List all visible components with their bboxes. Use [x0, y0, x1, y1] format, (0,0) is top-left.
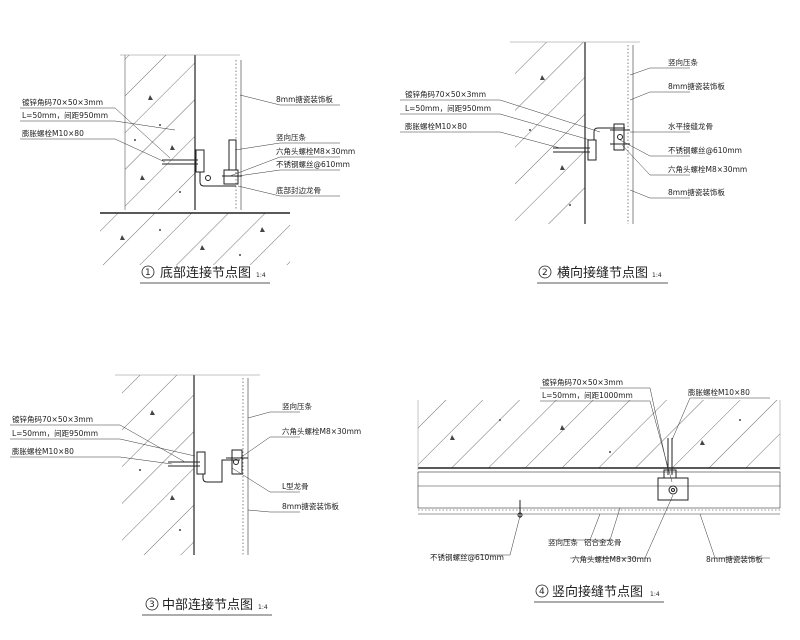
- label-l-keel: L型龙骨: [282, 481, 309, 491]
- label-bracket-spacing: L=50mm，间距950mm: [12, 429, 98, 438]
- caption-scale: 1:4: [256, 272, 266, 279]
- panel-middle-connection: 镀锌角码70×50×3mm L=50mm，间距950mm 膨胀螺栓M10×80 …: [10, 374, 361, 616]
- caption-panel-2: 2 横向接缝节点图 1:4: [537, 265, 668, 284]
- leader-lines: [20, 94, 340, 197]
- label-stainless-screw: 不锈钢螺丝@610mm: [430, 552, 504, 562]
- panel-bottom-connection: 镀锌角码70×50×3mm L=50mm，间距950mm 膨胀螺栓M10×80 …: [20, 54, 355, 284]
- panel-horizontal-joint: 镀锌角码70×50×3mm L=50mm，间距950mm 膨胀螺栓M10×80 …: [400, 41, 747, 284]
- label-expansion-bolt: 膨胀螺栓M10×80: [405, 121, 467, 131]
- concrete-wall: [115, 374, 260, 555]
- decorative-panel: [242, 378, 249, 555]
- label-bracket-spacing: L=50mm，间距950mm: [22, 111, 108, 120]
- leader-lines: [400, 67, 690, 199]
- caption-number: 1: [145, 268, 151, 278]
- concrete-ceiling: [417, 400, 781, 470]
- leader-lines: [458, 387, 770, 559]
- caption-number: 2: [542, 268, 548, 278]
- label-base-edge-keel: 底部封边龙骨: [276, 185, 321, 195]
- label-decor-panel: 8mm搪瓷装饰板: [706, 554, 763, 564]
- caption-panel-4: 4 竖向接缝节点图 1:4: [534, 584, 664, 603]
- label-vertical-strip: 竖向压条: [548, 537, 578, 547]
- decorative-panel: [235, 60, 242, 210]
- label-stainless-screw: 不锈钢螺丝@610mm: [668, 145, 742, 155]
- decorative-panel: [627, 45, 634, 224]
- label-bracket-spacing: L=50mm，间距1000mm: [542, 391, 633, 400]
- caption-scale: 1:4: [258, 604, 268, 611]
- label-horizontal-joint-keel: 水平接缝龙骨: [668, 121, 713, 131]
- caption-panel-1: 1 底部连接节点图 1:4: [140, 265, 270, 284]
- caption-scale: 1:4: [650, 591, 660, 598]
- floor-slab: [100, 212, 290, 265]
- label-vertical-strip: 竖向压条: [282, 401, 312, 411]
- keel-and-panel: [417, 471, 781, 515]
- concrete-wall: [120, 54, 240, 210]
- label-bracket-spacing: L=50mm，间距950mm: [405, 104, 491, 113]
- label-decor-panel: 8mm搪瓷装饰板: [282, 501, 339, 511]
- leader-lines: [10, 411, 300, 513]
- label-hex-bolt: 六角头螺栓M8×30mm: [276, 146, 355, 156]
- caption-number: 3: [149, 600, 155, 610]
- angle-bracket-assembly: [168, 449, 248, 483]
- caption-number: 4: [539, 587, 545, 597]
- label-expansion-bolt: 膨胀螺栓M10×80: [688, 387, 750, 397]
- label-decor-panel-bottom: 8mm搪瓷装饰板: [668, 187, 725, 197]
- concrete-wall: [510, 41, 640, 224]
- label-expansion-bolt: 膨胀螺栓M10×80: [12, 446, 74, 456]
- label-angle-bracket: 镀锌角码70×50×3mm: [12, 414, 93, 424]
- label-expansion-bolt: 膨胀螺栓M10×80: [22, 128, 84, 138]
- angle-bracket-assembly: [517, 438, 689, 518]
- label-vertical-strip: 竖向压条: [668, 57, 698, 67]
- label-angle-bracket: 镀锌角码70×50×3mm: [405, 89, 486, 99]
- label-decor-panel: 8mm搪瓷装饰板: [276, 94, 333, 104]
- label-aluminium-keel: 铝合金龙骨: [584, 537, 622, 547]
- label-decor-panel-top: 8mm搪瓷装饰板: [668, 81, 725, 91]
- label-stainless-screw: 不锈钢螺丝@610mm: [276, 159, 350, 169]
- label-hex-bolt: 六角头螺栓M8×30mm: [282, 426, 361, 436]
- caption-title: 横向接缝节点图: [557, 265, 648, 281]
- label-hex-bolt: 六角头螺栓M8×30mm: [668, 164, 747, 174]
- label-angle-bracket: 镀锌角码70×50×3mm: [542, 377, 623, 387]
- label-hex-bolt: 六角头螺栓M8×30mm: [572, 554, 651, 564]
- label-angle-bracket: 镀锌角码70×50×3mm: [22, 97, 103, 107]
- panel-vertical-joint: 镀锌角码70×50×3mm L=50mm，间距1000mm 膨胀螺栓M10×80…: [417, 377, 781, 603]
- caption-title: 中部连接节点图: [162, 597, 253, 613]
- caption-scale: 1:4: [652, 272, 662, 279]
- caption-title: 底部连接节点图: [160, 265, 251, 281]
- label-vertical-strip: 竖向压条: [276, 132, 306, 142]
- caption-title: 竖向接缝节点图: [552, 584, 643, 600]
- caption-panel-3: 3 中部连接节点图 1:4: [142, 597, 272, 616]
